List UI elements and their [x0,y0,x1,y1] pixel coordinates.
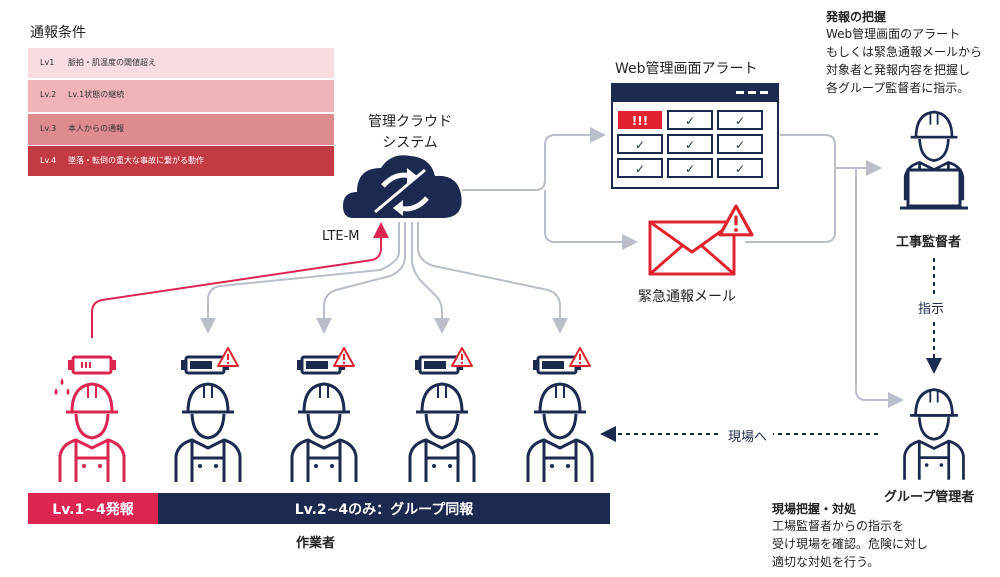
cloud-label-line1: 管理クラウド [368,114,452,130]
level-text: Lv.1状態の継続 [68,90,125,99]
device-icon [179,355,231,375]
level-row-3: Lv.3 本人からの通報 [28,114,334,145]
level-code: Lv.4 [40,156,57,165]
supervisor-line: Web管理画面のアラート [826,27,961,41]
check-mark: ✓ [735,138,745,152]
web-admin-window-icon: !!! ✓ ✓ ✓ ✓ ✓ ✓ ✓ ✓ [611,83,779,189]
supervisor-line: 対象者と発報内容を把握し [826,63,971,77]
group-broadcast-bar: Lv.2~4のみ：グループ同報 [158,493,610,524]
group-manager-description: 現場把握・対処 工場監督者からの指示を 受け現場を確認。危険に対し 適切な対処を… [772,500,928,571]
check-mark: ✓ [735,114,745,128]
worker-icon [174,382,242,484]
web-alert-title: Web管理画面アラート [615,61,758,77]
check-mark: ✓ [685,138,695,152]
check-mark: ✓ [735,162,745,176]
level-text: 脈拍・肌温度の閾値超え [68,58,156,67]
check-mark: ✓ [635,162,645,176]
cloud-label: 管理クラウド システム [355,112,465,154]
supervisor-role: 工事監督者 [896,235,962,250]
cloud-label-line2: システム [382,135,438,151]
supervisor-heading: 発報の把握 [826,10,887,24]
check-mark: ✓ [685,114,695,128]
group-manager-role: グループ管理者 [884,490,975,505]
check-mark: ✓ [635,138,645,152]
group-manager-line: 受け現場を確認。危険に対し [772,537,929,551]
to-site-label: 現場へ [722,426,774,445]
workers-label: 作業者 [296,536,336,551]
level-text: 墜落・転倒の重大な事故に繋がる動作 [68,156,204,165]
level-row-4: Lv.4 墜落・転倒の重大な事故に繋がる動作 [28,146,334,176]
email-icon [648,204,754,276]
lte-m-line [91,222,389,338]
worker-lv1-icon [58,382,126,484]
alert-to-supervisor-lines [745,134,904,408]
lte-m-label: LTE-M [322,229,360,244]
cloud-icon [343,155,462,218]
supervisor-line: 各グループ監督者に指示。 [826,81,970,95]
worker-icon [408,382,476,484]
group-manager-line: 工場監督者からの指示を [772,519,905,533]
cloud-to-alert-lines [462,127,638,250]
device-icon [295,355,347,375]
instruction-label: 指示 [918,296,945,319]
group-manager-heading: 現場把握・対処 [772,502,857,516]
supervisor-line: もしくは緊急通報メールから [826,45,983,59]
alert-mark: !!! [632,114,648,128]
group-manager-icon [903,388,965,482]
device-icon [413,355,465,375]
conditions-title: 通報条件 [30,25,86,41]
device-alert-icon [66,355,118,375]
email-label: 緊急通報メール [638,289,736,305]
worker-icon [290,382,358,484]
level-row-2: Lv.2 Lv.1状態の継続 [28,80,334,112]
level-row-1: Lv1 脈拍・肌温度の閾値超え [28,48,334,78]
level-code: Lv1 [40,58,55,67]
device-icon [531,355,583,375]
worker-icon [526,382,594,484]
cloud-to-workers-lines [200,222,568,334]
supervisor-description: 発報の把握 Web管理画面のアラート もしくは緊急通報メールから 対象者と発報内… [826,8,982,97]
supervisor-icon [900,110,968,210]
level-text: 本人からの通報 [68,124,124,133]
lv1-4-alert-bar: Lv.1~4発報 [28,493,158,524]
check-mark: ✓ [685,162,695,176]
level-code: Lv.3 [40,124,57,133]
group-manager-line: 適切な対処を行う。 [772,555,880,569]
sweat-icon [54,378,70,395]
level-code: Lv.2 [40,90,57,99]
